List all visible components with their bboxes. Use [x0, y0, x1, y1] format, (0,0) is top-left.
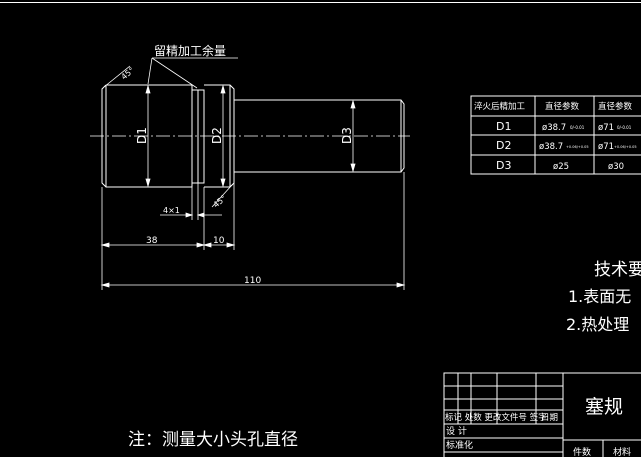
label-d1: D1 [135, 127, 149, 144]
chamfer-leader-left [103, 65, 131, 88]
chamfer-leader-right [211, 184, 233, 208]
parameter-table: 淬火后精加工 直径参数 直径参数 D1 ø38.7 0/-0.01 ø71 0/… [470, 95, 641, 175]
table-row-d2-v2-tol: +0.06/+0.05 [614, 145, 637, 149]
table-row-d2-v1: ø38.7 [539, 142, 563, 152]
groove-dimension [160, 183, 222, 220]
table-header-1: 直径参数 [545, 101, 580, 112]
table-row-d1-v2: ø71 [598, 123, 614, 133]
tech-req-title: 技术要 [594, 260, 641, 280]
table-header-2: 直径参数 [598, 101, 633, 112]
table-row-d3-name: D3 [496, 159, 511, 172]
table-row-d1-v2-tol: 0/-0.01 [617, 125, 632, 130]
measurement-note: 注：测量大小头孔直径 [128, 430, 298, 450]
groove-label: 4×1 [163, 206, 180, 215]
table-row-d2-name: D2 [496, 139, 511, 152]
title-block-grid [443, 372, 641, 457]
finish-allowance-label: 留精加工余量 [154, 43, 226, 58]
diameter-dimensions [145, 84, 356, 188]
title-block-design: 设 计 [446, 425, 467, 437]
tech-requirements: 技术要 1.表面无 2.热处理 [566, 260, 641, 334]
dim-38-label: 38 [146, 236, 158, 246]
table-row-d2-v2: ø71 [598, 142, 614, 152]
table-row-d1-name: D1 [496, 120, 511, 133]
title-block-weight: 件数 [573, 446, 591, 457]
table-row-d3-v1: ø25 [553, 162, 569, 172]
tech-req-item-1: 1.表面无 [568, 287, 631, 306]
table-row-d3-v2: ø30 [608, 162, 624, 172]
table-grid [470, 95, 641, 175]
table-header-0: 淬火后精加工 [474, 101, 526, 112]
length-dimensions [100, 172, 406, 290]
title-block-standard: 标准化 [446, 439, 473, 451]
table-row-d1-v1: ø38.7 [542, 123, 566, 133]
dim-10-label: 10 [213, 236, 225, 246]
chamfer-label-left: 45° [120, 66, 137, 82]
title-block: 塞规 标记 处数 更改文件号 签字 日期 设 计 标准化 件数 材料 [443, 372, 641, 457]
table-row-d1-v1-tol: 0/-0.01 [570, 125, 585, 130]
title-block-part-name: 塞规 [585, 396, 623, 418]
label-d2: D2 [210, 127, 224, 144]
tech-req-item-2: 2.热处理 [566, 315, 629, 334]
title-block-row1-date: 日期 [541, 413, 558, 423]
title-block-row1: 标记 处数 更改文件号 签字 [445, 412, 547, 423]
label-d3: D3 [340, 127, 354, 144]
table-row-d2-v1-tol: +0.06/+0.05 [566, 145, 589, 149]
title-block-material: 材料 [613, 446, 631, 457]
allowance-leader [147, 57, 238, 89]
diameter-labels: D1 D2 D3 [135, 127, 354, 144]
dim-110-label: 110 [244, 276, 261, 286]
chamfer-label-right: 45° [212, 194, 229, 210]
